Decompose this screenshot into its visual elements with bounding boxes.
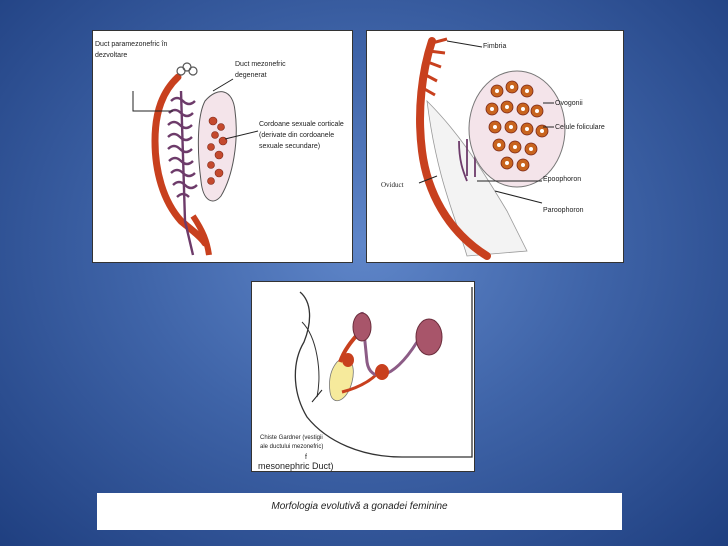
label-mesonephric-duct: Duct mezonefric degenerat <box>235 59 315 81</box>
caption-bar: Morfologia evolutivă a gonadei feminine <box>97 493 622 530</box>
label-cortical-cords: Cordoane sexuale corticale (derivate din… <box>259 119 345 152</box>
left-diagram-panel: Duct paramezonefric în dezvoltare Duct m… <box>92 30 353 263</box>
label-cut-text: mesonephric Duct) <box>258 461 334 472</box>
label-paroophoron: Paroophoron <box>543 205 583 216</box>
label-follicular-cells: Celule foliculare <box>555 122 615 133</box>
bottom-diagram-panel: Chiste Gardner (vestigii ale ductului me… <box>251 281 475 472</box>
label-fimbria: Fimbria <box>483 41 506 52</box>
label-epoophoron: Epoophoron <box>543 174 581 185</box>
label-oviduct: Oviduct <box>381 180 404 191</box>
label-oogonia: Ovogonii <box>555 98 583 109</box>
label-paramesonephric-duct: Duct paramezonefric în dezvoltare <box>95 39 185 61</box>
caption-text: Morfologia evolutivă a gonadei feminine <box>97 501 622 512</box>
right-diagram-panel: Fimbria Ovogonii Celule foliculare Epoop… <box>366 30 624 263</box>
ovary-oviduct-illustration <box>367 31 623 262</box>
label-gartner-cyst: Chiste Gardner (vestigii ale ductului me… <box>260 434 330 452</box>
